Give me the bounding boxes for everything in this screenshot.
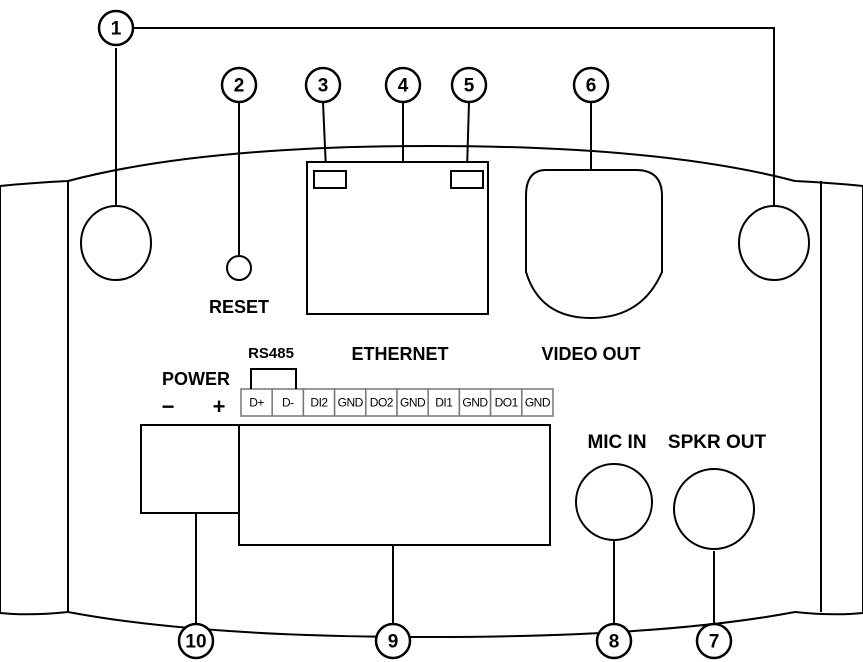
callout-number: 3 — [318, 76, 329, 97]
terminal-pin-label: D+ — [249, 396, 264, 410]
power-minus-label: − — [162, 394, 175, 419]
callout-5: 5 — [450, 66, 488, 104]
terminal-pin-10: GND — [521, 388, 554, 417]
terminal-pin-cell — [521, 388, 554, 417]
terminal-pin-5: DO2 — [365, 388, 398, 417]
terminal-pin-cell — [365, 388, 398, 417]
video-out-label: VIDEO OUT — [541, 344, 640, 364]
rs485-bracket — [250, 368, 297, 389]
callout-number: 8 — [609, 632, 620, 653]
reset-label: RESET — [209, 297, 269, 317]
terminal-pin-8: GND — [458, 388, 492, 417]
callout-number: 9 — [388, 632, 399, 653]
mic-in-label: MIC IN — [587, 432, 646, 453]
callout-9: 9 — [374, 622, 412, 660]
callout-10: 10 — [177, 622, 215, 660]
terminal-pin-label: GND — [338, 396, 364, 410]
callout-number: 1 — [111, 19, 122, 40]
power-label: POWER — [162, 369, 230, 389]
callout-circle — [572, 66, 610, 104]
callout-number: 5 — [464, 76, 475, 97]
callout-circle — [177, 622, 215, 660]
terminal-pin-cell — [396, 388, 429, 417]
callout-number: 7 — [709, 632, 720, 653]
terminal-pin-4: GND — [333, 388, 367, 417]
mic-in-jack — [575, 463, 653, 541]
callout-2: 2 — [220, 66, 258, 104]
spkr-out-label: SPKR OUT — [668, 432, 767, 453]
leader-3 — [322, 101, 327, 171]
callout-circle — [384, 66, 422, 104]
callout-circle — [450, 66, 488, 104]
callout-3: 3 — [304, 66, 342, 104]
terminal-pin-1: D+ — [240, 388, 273, 417]
power-connector — [140, 424, 240, 514]
callout-markers: 1 2 3 4 5 6 7 8 9 10 — [97, 9, 733, 660]
power-plus-label: + — [213, 394, 226, 419]
terminal-pin-2: D- — [271, 388, 305, 417]
callout-circle — [97, 9, 135, 47]
terminal-pin-label: GND — [462, 396, 488, 410]
text-labels: RESET RS485 ETHERNET VIDEO OUT POWER − +… — [162, 297, 767, 453]
callout-circle — [220, 66, 258, 104]
callout-4: 4 — [384, 66, 422, 104]
screw-hole-right — [738, 205, 810, 281]
callout-number: 10 — [185, 632, 206, 653]
callout-circle — [695, 622, 733, 660]
callout-1: 1 — [97, 9, 135, 47]
terminal-pin-cell — [333, 388, 367, 417]
terminal-pin-cell — [489, 388, 523, 417]
spkr-out-jack — [673, 468, 755, 550]
ethernet-label: ETHERNET — [351, 344, 448, 364]
leader-1-right — [133, 27, 775, 206]
terminal-pin-cell — [302, 388, 336, 417]
callout-number: 6 — [586, 76, 597, 97]
terminal-pin-label: DI2 — [310, 396, 328, 410]
terminal-pin-label: DO2 — [370, 396, 394, 410]
terminal-pin-label: GND — [525, 396, 551, 410]
reset-button — [226, 255, 252, 281]
callout-circle — [374, 622, 412, 660]
callout-7: 7 — [695, 622, 733, 660]
terminal-pin-label: D- — [282, 396, 294, 410]
terminal-pin-7: DI1 — [427, 388, 461, 417]
terminal-pin-6: GND — [396, 388, 429, 417]
terminal-pin-label: GND — [400, 396, 426, 410]
leader-lines — [115, 27, 775, 645]
screw-hole-left — [80, 205, 152, 281]
terminal-pin-cell — [240, 388, 273, 417]
terminal-pin-3: DI2 — [302, 388, 336, 417]
rs485-label: RS485 — [248, 345, 294, 362]
terminal-block-connector — [238, 424, 551, 546]
video-out-connector — [525, 169, 663, 320]
callout-number: 2 — [234, 76, 245, 97]
callout-number: 4 — [398, 76, 409, 97]
callout-circle — [595, 622, 633, 660]
callout-circle — [304, 66, 342, 104]
terminal-pin-label: DO1 — [495, 396, 519, 410]
ethernet-led-left — [313, 170, 347, 189]
callout-8: 8 — [595, 622, 633, 660]
callout-6: 6 — [572, 66, 610, 104]
terminal-pin-9: DO1 — [489, 388, 523, 417]
camera-body — [0, 144, 863, 639]
components — [80, 161, 810, 550]
terminal-pin-label: DI1 — [435, 396, 453, 410]
leader-5 — [466, 101, 470, 171]
ethernet-led-right — [450, 170, 484, 189]
terminal-pin-strip: D+ D- DI2 GND DO2 GND DI1 GND DO1 GND — [240, 388, 554, 417]
